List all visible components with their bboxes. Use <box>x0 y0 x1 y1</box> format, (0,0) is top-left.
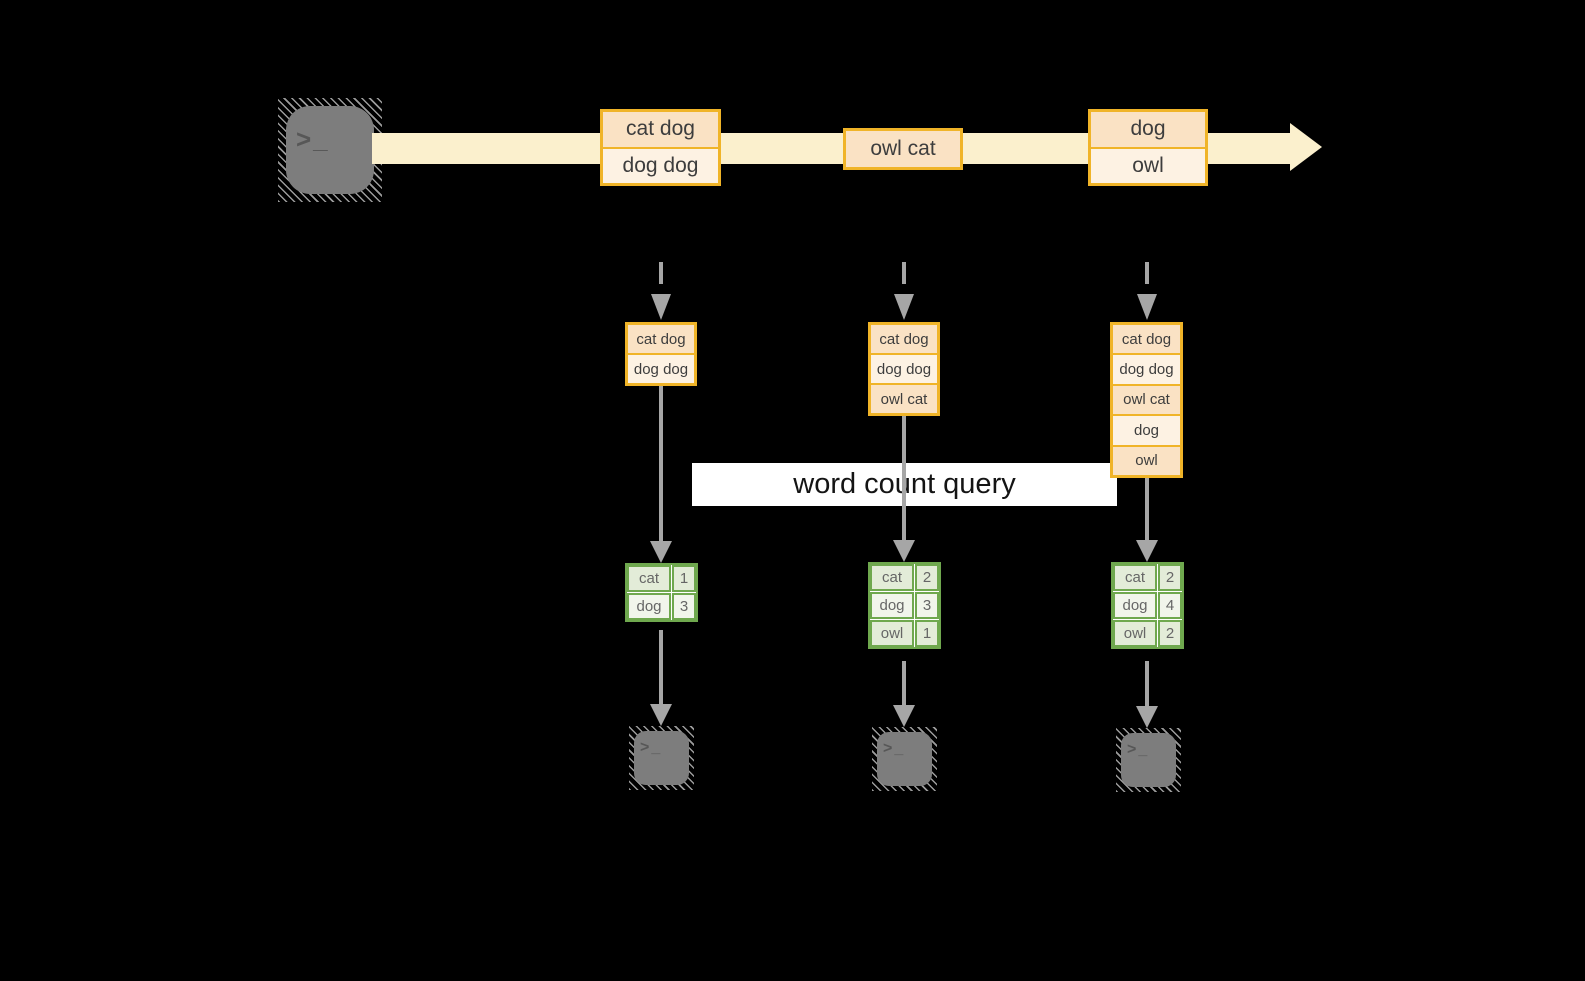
buffer-row: dog dog <box>871 355 937 383</box>
event-row: dog <box>1091 112 1205 147</box>
buffer-row: owl cat <box>871 385 937 413</box>
dashed-arrow-segment <box>902 262 906 284</box>
word-count-table-3: cat 2 dog 4 owl 2 <box>1111 562 1184 649</box>
flow-arrow-line <box>1145 661 1149 706</box>
flow-arrow-line <box>902 416 906 540</box>
dashed-arrowhead-icon <box>651 294 671 320</box>
flow-arrowhead-icon <box>893 705 915 727</box>
dashed-arrow-segment <box>659 262 663 284</box>
flow-arrowhead-icon <box>650 704 672 726</box>
flow-arrowhead-icon <box>1136 540 1158 562</box>
word-count-table-2: cat 2 dog 3 owl 1 <box>868 562 941 649</box>
record-buffer-2: cat dog dog dog owl cat <box>868 322 940 416</box>
word-count-table-1: cat 1 dog 3 <box>625 563 698 622</box>
buffer-row: owl <box>1113 446 1180 475</box>
source-terminal-icon: >_ <box>278 98 382 202</box>
flow-arrow-line <box>659 630 663 704</box>
count-cell: 1 <box>672 565 696 592</box>
flow-arrowhead-icon <box>1136 706 1158 728</box>
buffer-row: cat dog <box>628 325 694 353</box>
buffer-row: dog <box>1113 416 1180 445</box>
flow-arrow-line <box>1145 478 1149 540</box>
buffer-row: cat dog <box>871 325 937 353</box>
event-row: owl <box>1091 148 1205 183</box>
buffer-row: dog dog <box>1113 355 1180 384</box>
word-cell: dog <box>1113 592 1157 619</box>
buffer-row: cat dog <box>1113 325 1180 354</box>
output-terminal-icon: >_ <box>872 727 937 791</box>
dashed-arrow-segment <box>1145 262 1149 284</box>
word-cell: cat <box>627 565 671 592</box>
word-cell: dog <box>627 593 671 620</box>
record-buffer-1: cat dog dog dog <box>625 322 697 386</box>
output-terminal-icon: >_ <box>1116 728 1181 792</box>
dashed-arrowhead-icon <box>1137 294 1157 320</box>
count-cell: 2 <box>1158 620 1182 647</box>
flow-arrowhead-icon <box>893 540 915 562</box>
flow-arrowhead-icon <box>650 541 672 563</box>
stream-event-3: dog owl <box>1088 109 1208 186</box>
count-cell: 1 <box>915 620 939 647</box>
word-cell: owl <box>870 620 914 647</box>
flow-arrow-line <box>902 661 906 705</box>
count-cell: 3 <box>672 593 696 620</box>
terminal-screen <box>634 731 689 785</box>
terminal-prompt-icon: >_ <box>1127 741 1150 758</box>
terminal-screen <box>286 106 374 194</box>
terminal-screen <box>877 732 932 786</box>
terminal-prompt-icon: >_ <box>883 740 906 757</box>
output-terminal-icon: >_ <box>629 726 694 790</box>
terminal-screen <box>1121 733 1176 787</box>
count-cell: 4 <box>1158 592 1182 619</box>
buffer-row: dog dog <box>628 355 694 383</box>
event-row: dog dog <box>603 148 718 183</box>
dashed-arrowhead-icon <box>894 294 914 320</box>
stream-event-1: cat dog dog dog <box>600 109 721 186</box>
word-cell: cat <box>1113 564 1157 591</box>
word-cell: dog <box>870 592 914 619</box>
buffer-row: owl cat <box>1113 385 1180 415</box>
record-buffer-3: cat dog dog dog owl cat dog owl <box>1110 322 1183 478</box>
stream-arrowhead-icon <box>1290 123 1322 171</box>
terminal-prompt-icon: >_ <box>640 739 663 756</box>
word-cell: owl <box>1113 620 1157 647</box>
stream-event-2: owl cat <box>843 128 963 170</box>
count-cell: 3 <box>915 592 939 619</box>
flow-arrow-line <box>659 386 663 541</box>
event-row: cat dog <box>603 112 718 147</box>
word-cell: cat <box>870 564 914 591</box>
count-cell: 2 <box>915 564 939 591</box>
terminal-prompt-icon: >_ <box>296 124 330 154</box>
count-cell: 2 <box>1158 564 1182 591</box>
event-row: owl cat <box>846 131 960 167</box>
